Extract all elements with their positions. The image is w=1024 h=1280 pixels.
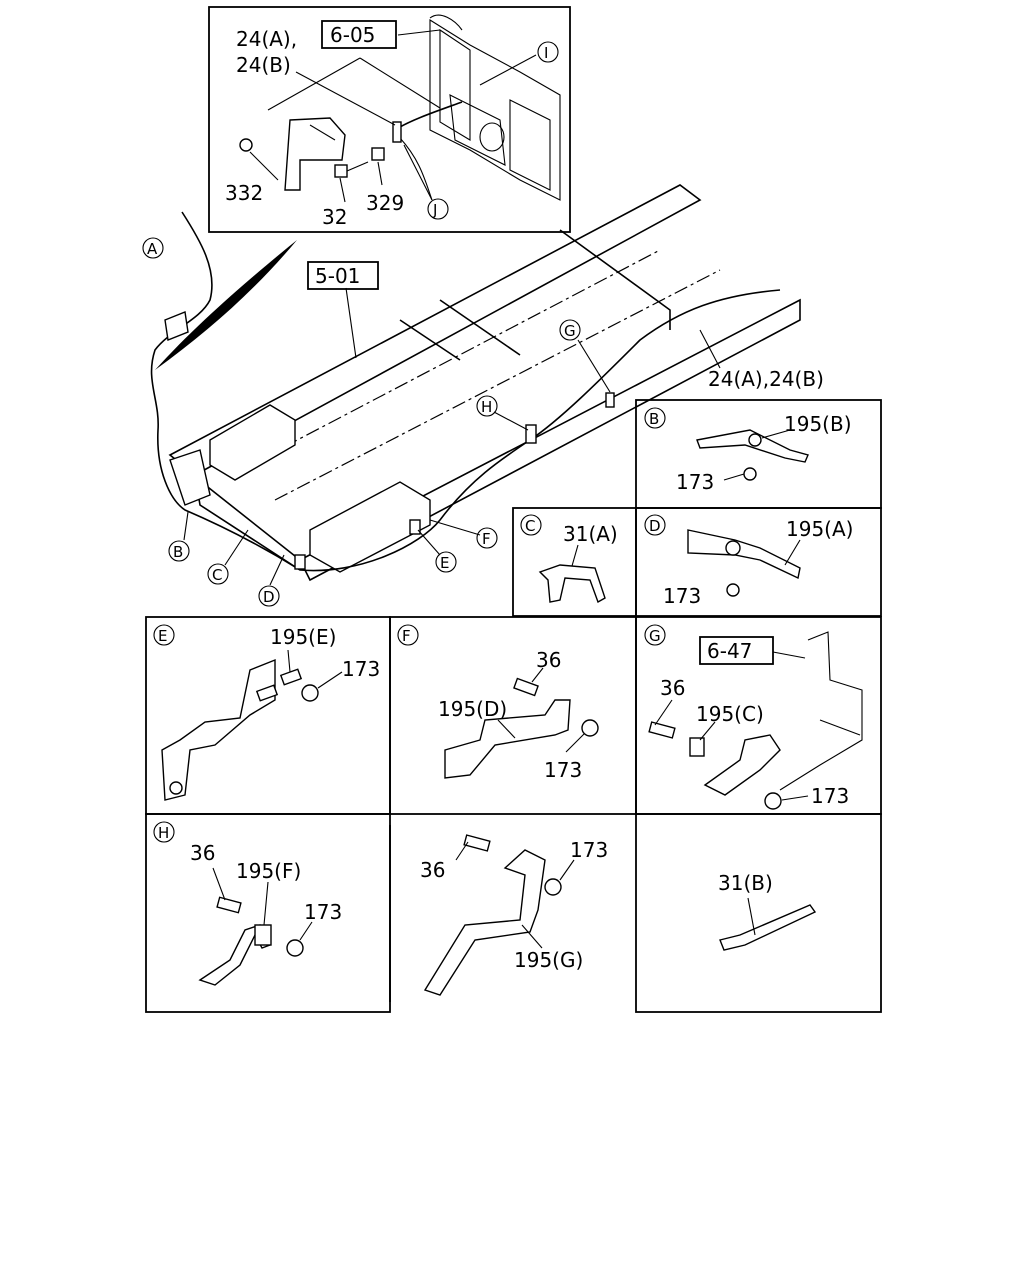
detail-d-label-173: 173 [663,584,701,608]
label-32: 32 [322,205,347,229]
callout-d: D [263,588,275,606]
ref-6-47: 6-47 [707,639,752,663]
detail-c-callout: C [525,517,535,535]
callout-h: H [481,398,492,416]
callout-g: G [564,322,576,340]
callout-circle-j [427,198,449,220]
detail-g2-label-36: 36 [420,858,445,882]
detail-b-callout: B [649,410,659,428]
callout-b: B [173,543,183,561]
detail-h-label-173: 173 [304,900,342,924]
main-view: A 5-01 G H 24(A),24(B) B C D E F [142,184,824,607]
label-195d: 195(D) [438,697,507,721]
detail-h-callout: H [158,824,169,842]
callout-f: F [482,530,491,548]
ref-5-01: 5-01 [315,264,360,288]
label-332: 332 [225,181,263,205]
detail-e: E 195(E) 173 [145,616,391,815]
label-329: 329 [366,191,404,215]
callout-i: I [544,44,548,62]
detail-d-callout: D [649,517,661,535]
ref-box-6-47 [699,636,774,665]
detail-g-label-36: 36 [660,676,685,700]
detail-f-label-173: 173 [544,758,582,782]
detail-b-label-173: 173 [676,470,714,494]
callout-c: C [212,566,222,584]
ref-box-6-05 [321,20,397,49]
label-195c: 195(C) [696,702,764,726]
label-31a: 31(A) [563,522,618,546]
detail-f-label-36: 36 [536,648,561,672]
label-195g: 195(G) [514,948,583,972]
inset-top: 24(A), 6-05 24(B) I 332 32 329 J [208,6,571,233]
label-31b: 31(B) [718,871,773,895]
detail-f: F 36 195(D) 173 [389,616,637,815]
ref-box-5-01 [307,261,379,290]
detail-c: C 31(A) [512,507,637,617]
label-24a-24b: 24(A),24(B) [708,367,824,391]
label-24a-top: 24(A), [236,27,297,51]
label-24b-top: 24(B) [236,53,291,77]
detail-g2-label-173: 173 [570,838,608,862]
callout-j: J [432,201,437,219]
callout-e: E [440,554,449,572]
detail-d: D 195(A) 173 [635,507,882,617]
detail-e-label-173: 173 [342,657,380,681]
label-195a: 195(A) [786,517,853,541]
detail-h-label-36: 36 [190,841,215,865]
callout-circle-i [537,41,559,63]
detail-h: H 36 195(F) 173 [145,813,391,1013]
detail-g-callout: G [649,627,661,645]
ref-6-05: 6-05 [330,23,375,47]
detail-195g: 36 173 195(G) [389,825,608,1002]
detail-b: B 195(B) 173 [635,399,882,509]
callout-a: A [147,240,158,258]
detail-g-label-173: 173 [811,784,849,808]
detail-31b: 31(B) [635,813,882,1013]
label-195e: 195(E) [270,625,336,649]
detail-f-callout: F [402,627,411,645]
detail-e-callout: E [158,627,167,645]
label-195b: 195(B) [784,412,852,436]
label-195f: 195(F) [236,859,301,883]
detail-g: G 6-47 36 195(C) 173 [635,616,882,815]
